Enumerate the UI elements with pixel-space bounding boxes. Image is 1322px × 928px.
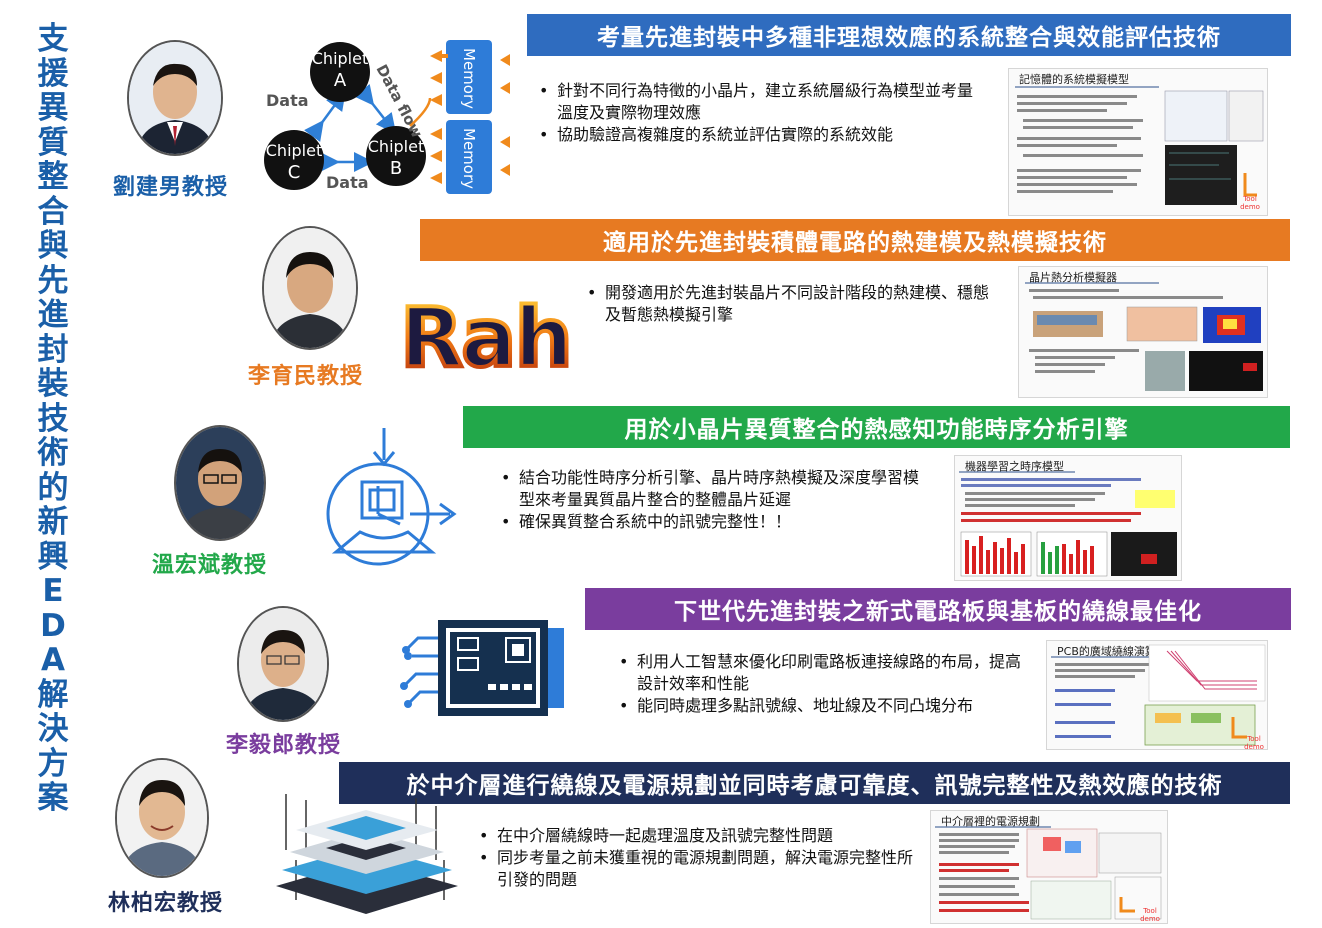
screenshot-2-graphic xyxy=(1025,282,1263,391)
section-3-banner: 用於小晶片異質整合的熱感知功能時序分析引擎 xyxy=(463,406,1290,448)
main-title-char: 術 xyxy=(37,435,69,471)
section-1-banner-text: 考量先進封裝中多種非理想效應的系統整合與效能評估技術 xyxy=(597,25,1221,51)
section-3-bullets: 結合功能性時序分析引擎、晶片時序熱模擬及深度學習模型來考量異質晶片整合的整體晶片… xyxy=(497,467,922,533)
main-title-char: 決 xyxy=(37,711,69,747)
section-1-bullet-1: 針對不同行為特徵的小晶片，建立系統層級行為模型並考量溫度及實際物理效應 xyxy=(535,80,975,124)
section-2-banner-text: 適用於先進封裝積體電路的熱建模及熱模擬技術 xyxy=(603,230,1107,256)
section-5-screenshot-title: 中介層裡的電源規劃 xyxy=(941,815,1040,828)
section-2-bullets: 開發適用於先進封裝晶片不同設計階段的熱建模、穩態及暫態熱模擬引擎 xyxy=(583,282,1003,326)
main-title-char: 興 xyxy=(37,538,69,575)
main-title-char: 支 xyxy=(37,21,69,57)
main-title-char: 整 xyxy=(37,159,69,195)
main-title-char: 案 xyxy=(37,780,69,816)
rah-logo-text: Rah xyxy=(400,291,571,380)
person-portrait-icon xyxy=(264,228,356,348)
section-1-screenshot-title: 記憶體的系統模擬模型 xyxy=(1019,73,1129,86)
professor-3-name: 溫宏斌教授 xyxy=(152,553,268,578)
rah-logo: Rah xyxy=(398,290,574,380)
professor-4-photo xyxy=(237,606,329,722)
section-3-bullet-1: 結合功能性時序分析引擎、晶片時序熱模擬及深度學習模型來考量異質晶片整合的整體晶片… xyxy=(497,467,922,511)
section-4-bullet-1: 利用人工智慧來優化印刷電路板連接線路的布局，提高設計效率和性能 xyxy=(615,651,1035,695)
main-title-char: 質 xyxy=(37,124,69,161)
section-5-bullet-2: 同步考量之前未獲重視的電源規劃問題，解決電源完整性所引發的問題 xyxy=(475,847,915,891)
section-4-screenshot: PCB的廣域繞線演算法 Tool demo xyxy=(1046,640,1268,750)
section-5-screenshot: 中介層裡的電源規劃 Tool demo xyxy=(930,810,1168,924)
person-portrait-icon xyxy=(239,608,327,720)
data-label-bottom: Data xyxy=(326,173,369,192)
section-4-banner-text: 下世代先進封裝之新式電路板與基板的繞線最佳化 xyxy=(674,599,1202,625)
person-portrait-icon xyxy=(117,760,207,876)
chiplet-b-line2: B xyxy=(390,158,402,179)
section-1-tool-demo-label: Tool demo xyxy=(1240,195,1260,211)
memory-label-1: Memory xyxy=(460,48,478,109)
main-title-char: 先 xyxy=(37,262,69,299)
section-3-screenshot-title: 機器學習之時序模型 xyxy=(965,460,1064,473)
memory-label-2: Memory xyxy=(460,128,478,189)
section-1-banner: 考量先進封裝中多種非理想效應的系統整合與效能評估技術 xyxy=(527,14,1291,56)
section-5-tool-demo-label: Tool demo xyxy=(1140,907,1160,923)
section-3-bullet-2: 確保異質整合系統中的訊號完整性！！ xyxy=(497,511,922,533)
section-4-banner: 下世代先進封裝之新式電路板與基板的繞線最佳化 xyxy=(585,588,1291,630)
professor-4-name: 李毅郎教授 xyxy=(226,733,342,758)
timing-analysis-icon xyxy=(326,428,457,566)
main-title-char: E xyxy=(42,573,64,609)
chiplet-c-line2: C xyxy=(288,162,301,183)
person-portrait-icon xyxy=(129,42,221,154)
section-5-banner-text: 於中介層進行繞線及電源規劃並同時考慮可靠度、訊號完整性及熱效應的技術 xyxy=(406,773,1223,799)
main-title-char: A xyxy=(41,642,65,678)
main-title-char: 援 xyxy=(37,55,69,92)
main-title-char: 技 xyxy=(37,400,69,437)
screenshot-5-graphic xyxy=(935,826,1162,920)
data-label-left: Data xyxy=(266,91,309,110)
section-2-screenshot-title: 晶片熱分析模擬器 xyxy=(1029,271,1117,284)
section-2-screenshot: 晶片熱分析模擬器 xyxy=(1018,266,1268,398)
person-portrait-icon xyxy=(176,427,264,539)
section-1-bullets: 針對不同行為特徵的小晶片，建立系統層級行為模型並考量溫度及實際物理效應 協助驗證… xyxy=(535,80,975,146)
professor-5-name: 林柏宏教授 xyxy=(108,891,224,916)
screenshot-1-graphic xyxy=(1015,86,1264,205)
section-4-tool-demo-label: Tool demo xyxy=(1244,735,1264,750)
main-title-char: 異 xyxy=(37,90,69,126)
section-2-bullet-1: 開發適用於先進封裝晶片不同設計階段的熱建模、穩態及暫態熱模擬引擎 xyxy=(583,282,1003,326)
main-title-char: 新 xyxy=(37,504,69,540)
main-title-char: 與 xyxy=(37,228,69,264)
section-5-bullets: 在中介層繞線時一起處理溫度及訊號完整性問題 同步考量之前未獲重視的電源規劃問題，… xyxy=(475,825,915,891)
professor-1-photo xyxy=(127,40,223,156)
screenshot-4-graphic xyxy=(1051,644,1266,746)
professor-3-photo xyxy=(174,425,266,541)
main-title-char: 方 xyxy=(37,745,69,782)
screenshot-3-graphic xyxy=(959,471,1177,577)
section-4-screenshot-title: PCB的廣域繞線演算法 xyxy=(1057,645,1167,658)
main-title-char: 的 xyxy=(37,469,69,506)
chiplet-dataflow-diagram: Chiplet A Chiplet C Chiplet B Data Data … xyxy=(264,40,510,194)
section-3-screenshot: 機器學習之時序模型 xyxy=(954,455,1182,581)
professor-5-photo xyxy=(115,758,209,878)
main-title-char: 合 xyxy=(37,193,69,230)
chiplet-b-line1: Chiplet xyxy=(368,137,424,156)
main-title-char: 裝 xyxy=(37,366,69,402)
section-5-bullet-1: 在中介層繞線時一起處理溫度及訊號完整性問題 xyxy=(475,825,915,847)
chiplet-a-line2: A xyxy=(334,70,347,91)
section-3-banner-text: 用於小晶片異質整合的熱感知功能時序分析引擎 xyxy=(624,417,1129,443)
chiplet-a-line1: Chiplet xyxy=(312,49,368,68)
section-5-banner: 於中介層進行繞線及電源規劃並同時考慮可靠度、訊號完整性及熱效應的技術 xyxy=(339,762,1290,804)
section-4-bullets: 利用人工智慧來優化印刷電路板連接線路的布局，提高設計效率和性能 能同時處理多點訊… xyxy=(615,651,1035,717)
section-4-bullet-2: 能同時處理多點訊號線、地址線及不同凸塊分布 xyxy=(615,695,1035,717)
main-title-char: 封 xyxy=(37,331,69,368)
chiplet-c-line1: Chiplet xyxy=(266,141,322,160)
section-1-screenshot: 記憶體的系統模擬模型 Tool demo xyxy=(1008,68,1268,216)
main-title-char: 進 xyxy=(37,297,69,333)
professor-2-name: 李育民教授 xyxy=(248,364,364,389)
professor-2-photo xyxy=(262,226,358,350)
interposer-stack-icon xyxy=(276,794,458,914)
main-title-char: D xyxy=(40,607,66,644)
professor-1-name: 劉建男教授 xyxy=(113,175,229,200)
section-1-bullet-2: 協助驗證高複雜度的系統並評估實際的系統效能 xyxy=(535,124,975,146)
main-title-char: 解 xyxy=(37,676,69,713)
circuit-board-icon xyxy=(400,620,564,716)
section-2-banner: 適用於先進封裝積體電路的熱建模及熱模擬技術 xyxy=(420,219,1290,261)
